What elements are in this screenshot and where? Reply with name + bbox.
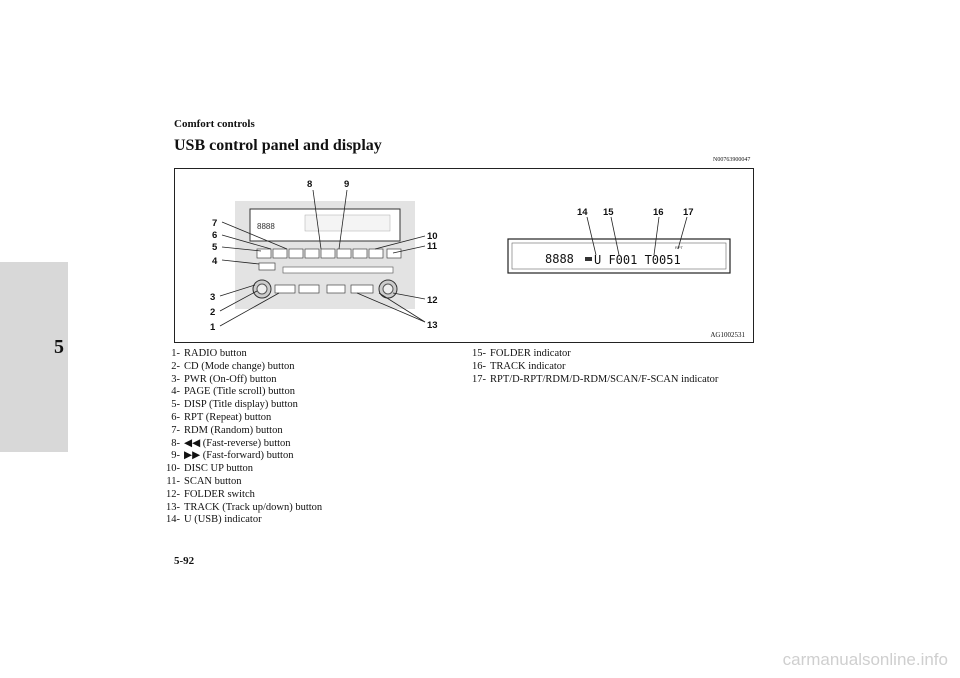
- svg-text:15: 15: [603, 207, 614, 218]
- section-header: Comfort controls: [174, 118, 255, 130]
- list-item: 9-▶▶ (Fast-forward) button: [171, 450, 294, 462]
- svg-text:1: 1: [210, 322, 216, 333]
- svg-text:8888: 8888: [257, 222, 275, 231]
- list-item: 3-PWR (On-Off) button: [171, 373, 277, 385]
- svg-text:16: 16: [653, 207, 664, 218]
- svg-text:6: 6: [212, 230, 217, 241]
- list-item: 1-RADIO button: [171, 348, 247, 359]
- svg-text:14: 14: [577, 207, 588, 218]
- svg-text:5: 5: [212, 242, 218, 253]
- list-item: 10-DISC UP button: [166, 463, 254, 475]
- control-panel-figure: 8888: [174, 168, 754, 343]
- control-panel-illustration: 8888: [210, 179, 731, 333]
- svg-text:12: 12: [427, 295, 438, 306]
- list-item: 7-RDM (Random) button: [171, 424, 283, 436]
- svg-text:3: 3: [210, 292, 215, 303]
- legend-list-left: 1-RADIO button 2-CD (Mode change) button…: [154, 348, 322, 527]
- list-item: 11-SCAN button: [166, 475, 242, 487]
- page-number: 5-92: [174, 555, 195, 567]
- list-item: 16-TRACK indicator: [472, 360, 566, 372]
- svg-text:RPT: RPT: [675, 245, 684, 250]
- svg-text:11: 11: [427, 241, 438, 252]
- svg-text:10: 10: [427, 231, 438, 242]
- reference-code: N00763900047: [713, 157, 751, 163]
- svg-text:2: 2: [210, 307, 215, 318]
- list-item: 13-TRACK (Track up/down) button: [166, 501, 323, 513]
- list-item: 4-PAGE (Title scroll) button: [171, 386, 295, 398]
- list-item: 14-U (USB) indicator: [166, 514, 262, 526]
- list-item: 2-CD (Mode change) button: [171, 360, 295, 372]
- list-item: 17-RPT/D-RPT/RDM/D-RDM/SCAN/F-SCAN indic…: [472, 373, 719, 385]
- page-title: USB control panel and display: [174, 137, 382, 154]
- svg-text:U F001 T0051: U F001 T0051: [594, 253, 681, 267]
- svg-text:9: 9: [344, 179, 349, 190]
- list-item: 8-◀◀ (Fast-reverse) button: [171, 437, 291, 449]
- list-item: 15-FOLDER indicator: [472, 348, 571, 359]
- svg-text:17: 17: [683, 207, 694, 218]
- svg-text:4: 4: [212, 256, 218, 267]
- svg-text:8888: 8888: [545, 252, 574, 266]
- section-tab: [0, 262, 68, 452]
- section-number: 5: [54, 336, 64, 358]
- svg-text:13: 13: [427, 320, 438, 331]
- legend-list-right: 15-FOLDER indicator 16-TRACK indicator 1…: [460, 348, 718, 386]
- watermark: carmanualsonline.info: [782, 650, 948, 669]
- svg-text:8: 8: [307, 179, 312, 190]
- list-item: 6-RPT (Repeat) button: [171, 411, 272, 423]
- figure-code: AG1002531: [710, 331, 745, 339]
- list-item: 12-FOLDER switch: [166, 488, 255, 500]
- list-item: 5-DISP (Title display) button: [171, 399, 298, 411]
- svg-text:7: 7: [212, 218, 217, 229]
